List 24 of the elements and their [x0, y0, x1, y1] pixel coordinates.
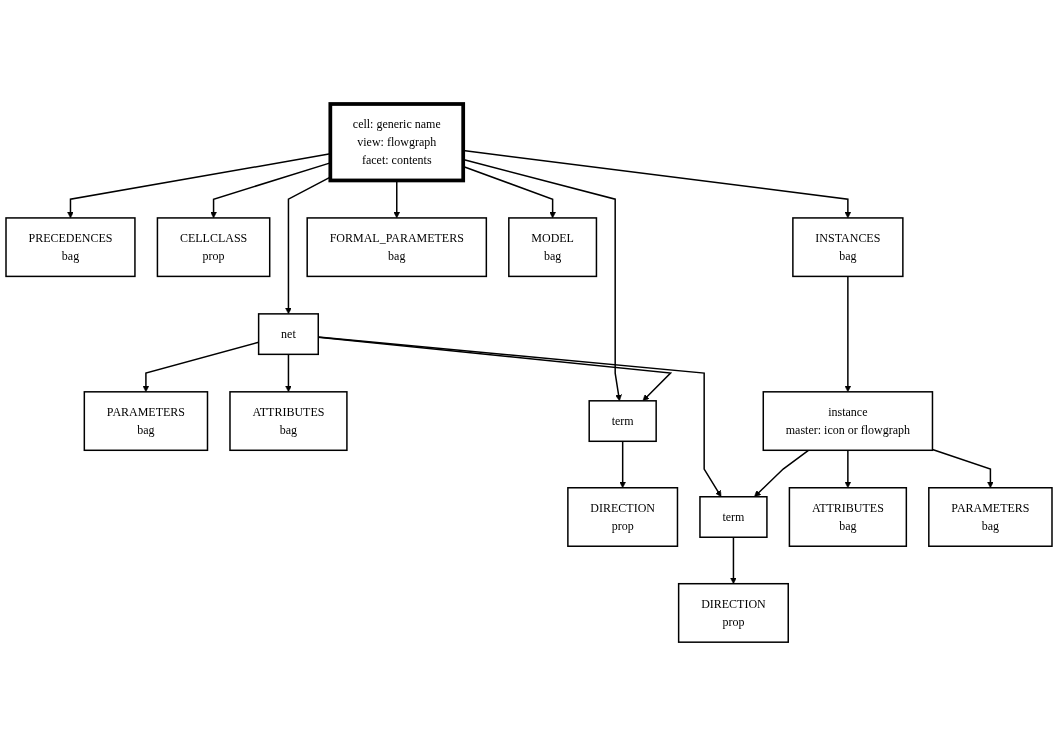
- node-box: INSTANCES bag: [792, 217, 904, 278]
- node-box: PARAMETERS bag: [83, 391, 209, 452]
- node-box: ATTRIBUTES bag: [229, 391, 348, 452]
- node-box: DIRECTION prop: [677, 583, 789, 644]
- node-box: FORMAL_PARAMETERS bag: [306, 217, 488, 278]
- node-box: PRECEDENCES bag: [5, 217, 136, 278]
- node-box: DIRECTION prop: [567, 487, 679, 548]
- node-box: term: [699, 496, 768, 539]
- arrow: [754, 449, 810, 498]
- arrow: [844, 276, 852, 393]
- node-box: term: [588, 400, 657, 443]
- arrow: [285, 354, 292, 393]
- arrow: [844, 449, 852, 489]
- node-box: instance master: icon or flowgraph: [762, 391, 934, 452]
- node-box: PARAMETERS bag: [928, 487, 1053, 548]
- node-box: ATTRIBUTES bag: [788, 487, 908, 548]
- arrow: [730, 536, 737, 585]
- node-box: cell: generic name view: flowgraph facet: contents: [328, 102, 466, 183]
- arrow: [931, 449, 994, 489]
- node-box: CELLCLASS prop: [156, 217, 271, 278]
- node-box: MODEL bag: [508, 217, 598, 278]
- arrow: [393, 180, 401, 219]
- arrow: [619, 440, 626, 489]
- node-box: net: [257, 313, 319, 356]
